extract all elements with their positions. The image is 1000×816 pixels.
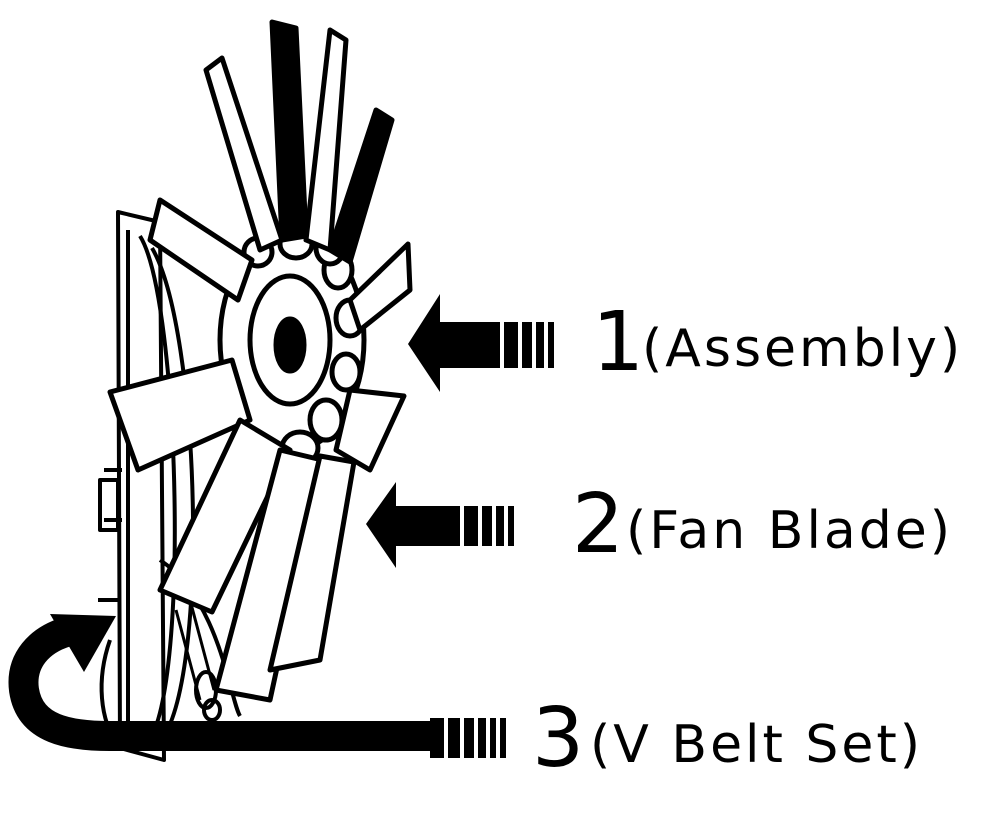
callout-arrows	[8, 294, 554, 758]
callout-3-number: 3	[532, 691, 584, 786]
arrow-1	[408, 294, 554, 392]
callout-labels: 1 (Assembly) 2 (Fan Blade) 3 (V Belt Set…	[532, 295, 963, 786]
arrow-3	[8, 614, 506, 758]
callout-1-number: 1	[592, 295, 644, 390]
fan-blades	[107, 19, 413, 703]
callout-1-label: (Assembly)	[642, 319, 963, 379]
callout-3-label: (V Belt Set)	[590, 715, 923, 775]
callout-2-label: (Fan Blade)	[626, 501, 953, 561]
engine-housing	[98, 210, 242, 762]
arrow-2	[366, 482, 514, 568]
callout-2-number: 2	[572, 477, 624, 572]
